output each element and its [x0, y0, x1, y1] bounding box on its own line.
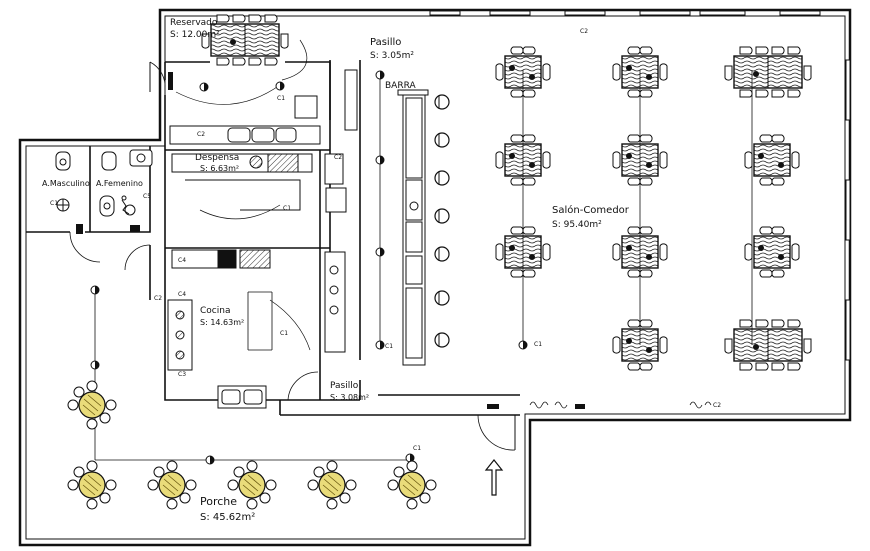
circuit-tag: C5: [143, 193, 151, 200]
masculino-name: A.Masculino: [42, 179, 90, 188]
circuit-tag: C2: [580, 28, 588, 35]
circuit-tag: C2: [334, 154, 342, 161]
reservado-name: Reservado: [170, 18, 218, 28]
circuit-tag: C1: [277, 95, 285, 102]
barra-name: BARRA: [385, 81, 416, 91]
kitchen-equipment: [167, 69, 358, 409]
dining-tables: [495, 46, 812, 371]
cocina-name: Cocina: [200, 306, 230, 316]
pasillo-bottom-area: S: 3.08m²: [330, 393, 369, 402]
circuit-tag: C4: [178, 257, 186, 264]
porche-area: S: 45.62m²: [200, 512, 255, 523]
salon-name: Salón-Comedor: [552, 204, 630, 216]
femenino-name: A.Femenino: [96, 179, 143, 188]
despensa-name: Despensa: [195, 153, 239, 163]
lighting-circuits: [94, 70, 753, 461]
walls: [18, 8, 852, 547]
circuit-tag: C1: [413, 445, 421, 452]
entrance-arrow: [484, 459, 504, 496]
circuit-tag: C1: [534, 341, 542, 348]
pasillo-bottom-name: Pasillo: [330, 381, 359, 391]
circuit-tag: C2: [197, 131, 205, 138]
circuit-tag: C2: [154, 295, 162, 302]
despensa-area: S: 6.63m²: [200, 164, 239, 173]
porche-name: Porche: [200, 495, 237, 508]
pasillo-top-area: S: 3.05m²: [370, 51, 414, 61]
circuit-tag: C1: [283, 205, 291, 212]
restroom-fixtures: [55, 149, 153, 217]
interior-walls: [26, 60, 520, 416]
circuit-tag: C4: [178, 291, 186, 298]
cocina-area: S: 14.63m²: [200, 318, 244, 327]
circuit-tag: C3: [178, 371, 186, 378]
salon-area: S: 95.40m²: [552, 220, 602, 230]
circuit-tag: C1: [50, 200, 58, 207]
windows-top: [429, 10, 851, 361]
circuit-tag: C2: [713, 402, 721, 409]
pasillo-top-name: Pasillo: [370, 37, 401, 48]
circuit-tag: C1: [385, 343, 393, 350]
circuit-tag: C1: [280, 330, 288, 337]
bar-counter: [397, 89, 429, 366]
switch: [168, 72, 173, 90]
reservado-door: [149, 61, 166, 91]
reservado-area: S: 12.00m²: [170, 30, 220, 40]
